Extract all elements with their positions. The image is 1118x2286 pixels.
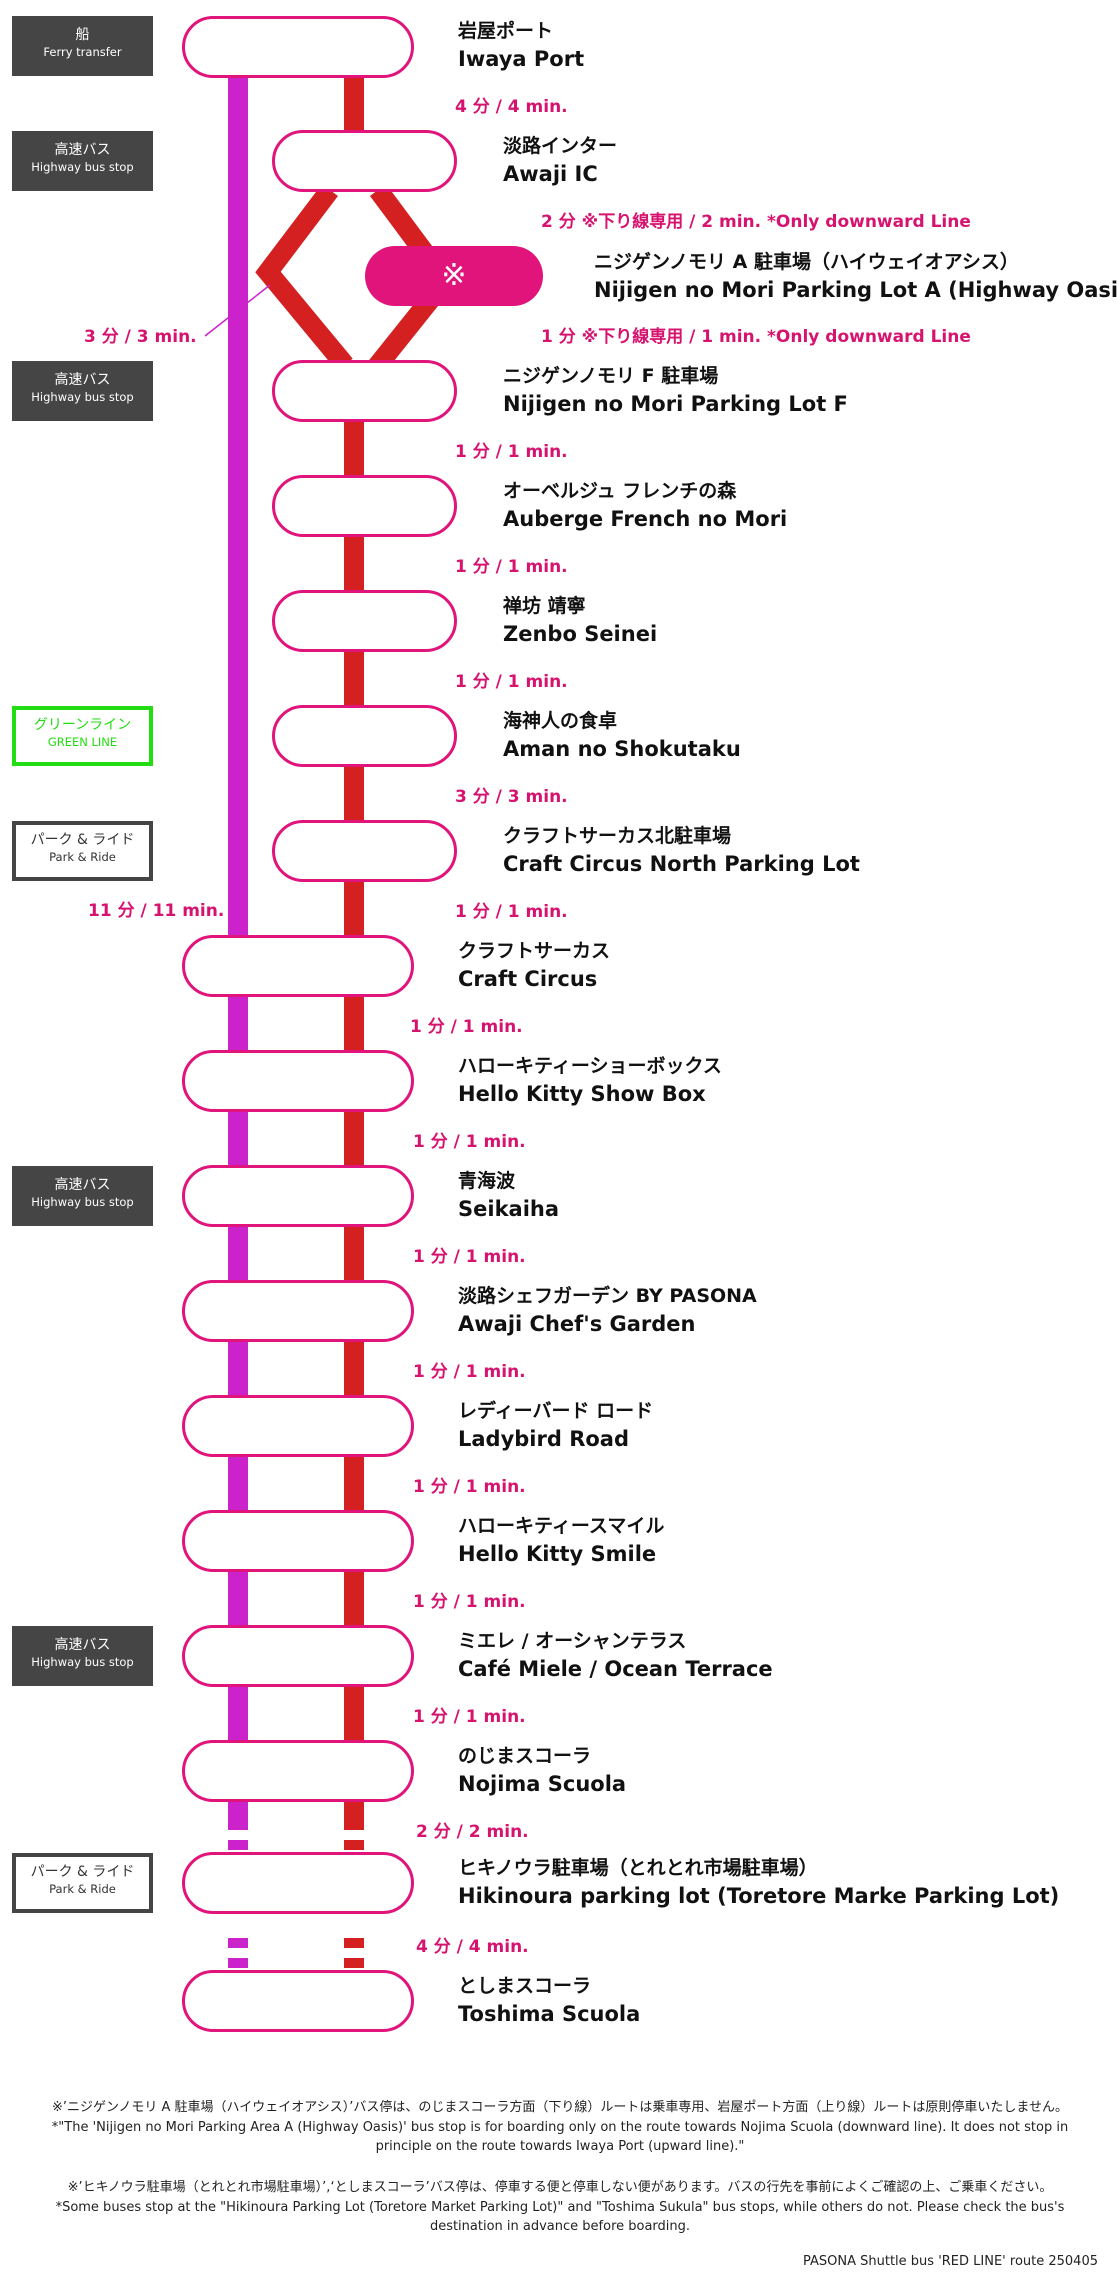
travel-time: 1 分 / 1 min.	[455, 557, 568, 577]
travel-time: 4 分 / 4 min.	[455, 97, 568, 117]
stop-toshima-scuola	[182, 1970, 414, 2032]
red-dash	[344, 1938, 364, 1948]
stop-ladybird-road	[182, 1395, 414, 1457]
stop-hikinoura	[182, 1852, 414, 1914]
travel-time: 11 分 / 11 min.	[88, 901, 225, 921]
purple-dash	[228, 1840, 248, 1850]
stop-cafe-miele	[182, 1625, 414, 1687]
stop-hello-kitty-smile	[182, 1510, 414, 1572]
stop-craft-circus	[182, 935, 414, 997]
travel-time: 4 分 / 4 min.	[416, 1937, 529, 1957]
note-oasis-jp: ※’ニジゲンノモリ A 駐車場（ハイウェイオアシス）’バス停は、のじまスコーラ方…	[52, 2100, 1068, 2115]
stop-awaji-ic	[272, 130, 457, 192]
oasis-icon: ※	[441, 258, 467, 293]
travel-time: 1 分 / 1 min.	[413, 1132, 526, 1152]
travel-time: 3 分 / 3 min.	[455, 787, 568, 807]
stop-nojima-scuola	[182, 1740, 414, 1802]
stop-label: ヒキノウラ駐車場（とれとれ市場駐車場）Hikinoura parking lot…	[458, 1857, 1060, 1908]
travel-time: 1 分 / 1 min.	[455, 902, 568, 922]
stop-seikaiha	[182, 1165, 414, 1227]
travel-time: 1 分 / 1 min.	[455, 672, 568, 692]
travel-time: 1 分 / 1 min.	[413, 1247, 526, 1267]
stop-hello-kitty-show-box	[182, 1050, 414, 1112]
travel-time: 1 分 / 1 min.	[455, 442, 568, 462]
travel-time: 1 分 / 1 min.	[410, 1017, 523, 1037]
purple-dash	[228, 1938, 248, 1948]
red-dash	[344, 1840, 364, 1850]
footer-route-id: PASONA Shuttle bus 'RED LINE' route 2504…	[803, 2254, 1098, 2269]
travel-time: 2 分 / 2 min.	[416, 1822, 529, 1842]
stop-zenbo	[272, 590, 457, 652]
stop-nijigen-f	[272, 360, 457, 422]
stop-craft-circus-north	[272, 820, 457, 882]
stop-auberge	[272, 475, 457, 537]
note-hikinoura-jp: ※’ヒキノウラ駐車場（とれとれ市場駐車場）’,‘としまスコーラ’バス停は、停車す…	[67, 2180, 1053, 2195]
stop-aman	[272, 705, 457, 767]
stop-highway-oasis: ※	[365, 246, 543, 306]
red-dash	[344, 1958, 364, 1968]
note-oasis-en: *"The 'Nijigen no Mori Parking Area A (H…	[51, 2120, 1069, 2154]
travel-time: 3 分 / 3 min.	[84, 327, 197, 347]
stop-label: ニジゲンノモリ A 駐車場（ハイウェイオアシス）Nijigen no Mori …	[594, 251, 1118, 302]
travel-time: 1 分 / 1 min.	[413, 1362, 526, 1382]
purple-dash	[228, 1958, 248, 1968]
note-hikinoura-en: *Some buses stop at the "Hikinoura Parki…	[55, 2200, 1065, 2234]
travel-time: 2 分 ※下り線専用 / 2 min. *Only downward Line	[541, 212, 971, 232]
travel-time: 1 分 ※下り線専用 / 1 min. *Only downward Line	[541, 327, 971, 347]
travel-time: 1 分 / 1 min.	[413, 1477, 526, 1497]
stop-chefs-garden	[182, 1280, 414, 1342]
travel-time: 1 分 / 1 min.	[413, 1592, 526, 1612]
travel-time: 1 分 / 1 min.	[413, 1707, 526, 1727]
stop-iwaya-port	[182, 16, 414, 78]
